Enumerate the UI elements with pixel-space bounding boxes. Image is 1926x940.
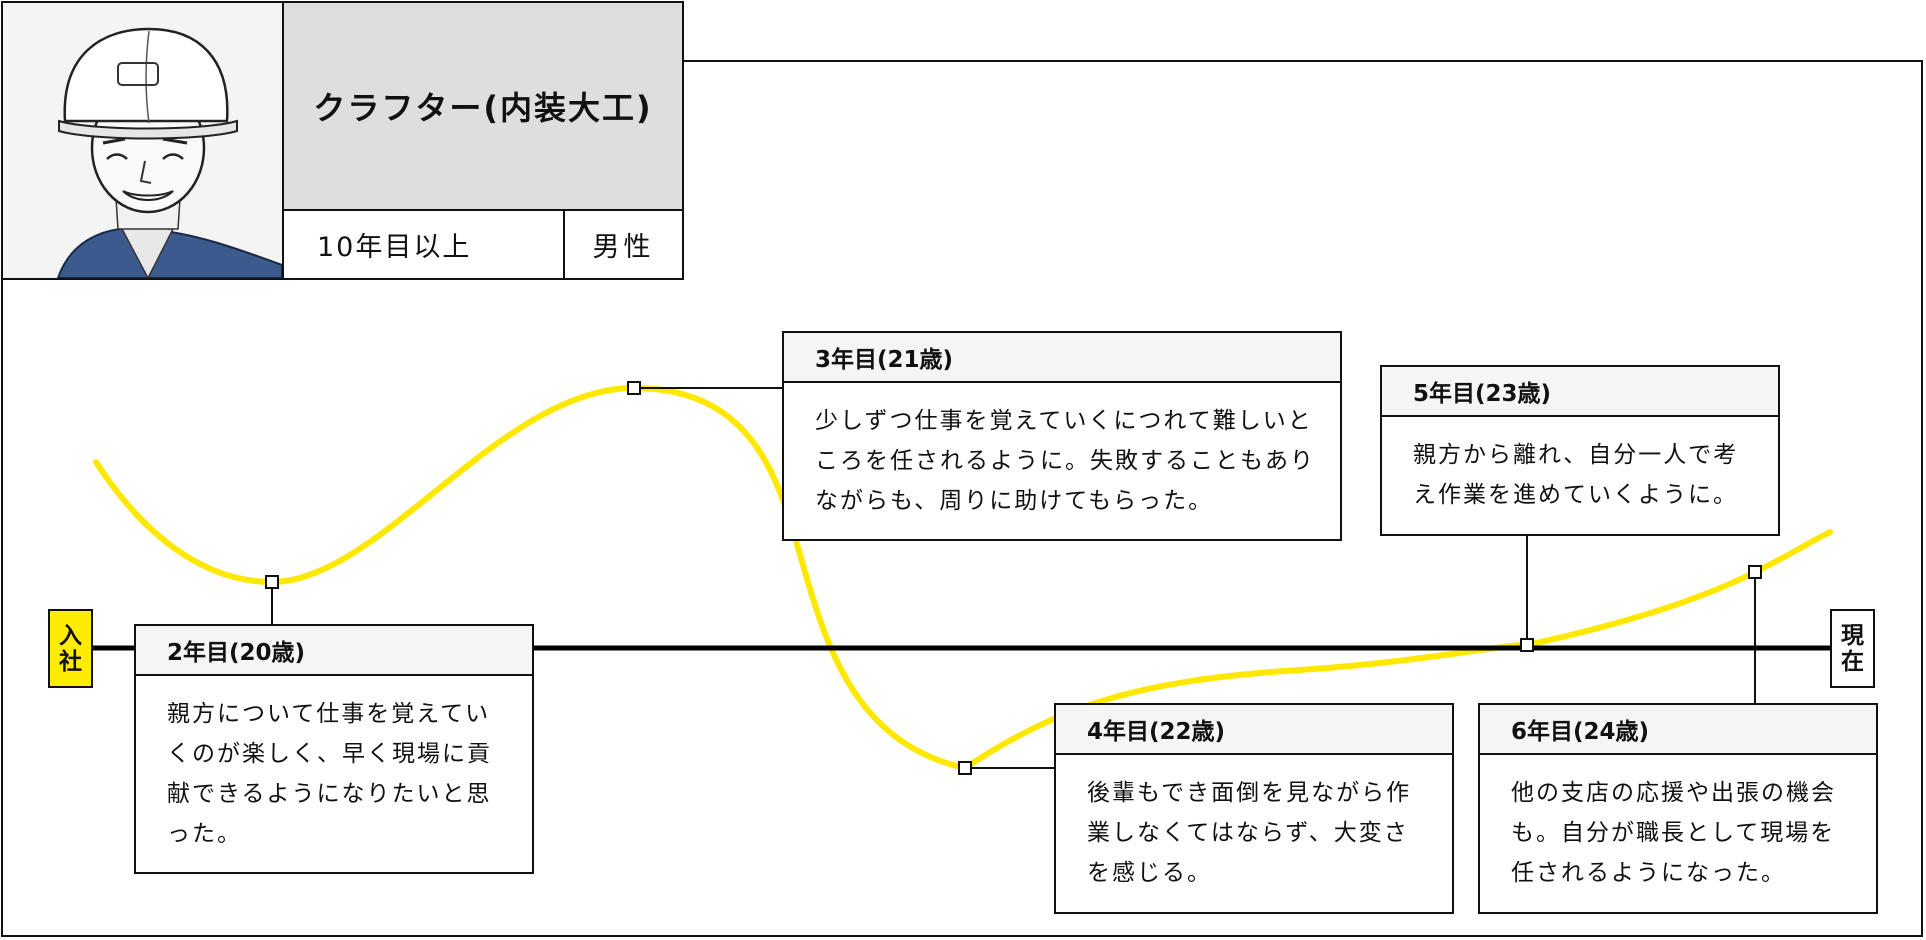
- event-card-2nd-year: 2年目(20歳) 親方について仕事を覚えていくのが楽しく、早く現場に貢献できるよ…: [134, 624, 534, 874]
- end-label: 現在: [1830, 609, 1875, 688]
- event-text: 後輩もでき面倒を見ながら作業しなくてはならず、大変さを感じる。: [1087, 780, 1412, 886]
- event-heading: 3年目(21歳): [784, 333, 1340, 383]
- event-card-6th-year: 6年目(24歳) 他の支店の応援や出張の機会も。自分が職長として現場を任されるよ…: [1478, 703, 1878, 914]
- marker-6th-year: [1748, 565, 1762, 579]
- gender: 男性: [592, 232, 655, 263]
- motivation-curve: [93, 384, 1833, 772]
- marker-5th-year: [1520, 638, 1534, 652]
- event-card-5th-year: 5年目(23歳) 親方から離れ、自分一人で考え作業を進めていくように。: [1380, 365, 1780, 536]
- marker-3rd-year: [627, 381, 641, 395]
- event-text: 少しずつ仕事を覚えていくにつれて難しいところを任されるように。失敗することもあり…: [815, 408, 1315, 514]
- marker-4th-year: [958, 761, 972, 775]
- event-heading: 6年目(24歳): [1480, 705, 1876, 755]
- worker-with-helmet-icon: [56, 27, 282, 278]
- event-heading: 4年目(22歳): [1056, 705, 1452, 755]
- event-text: 他の支店の応援や出張の機会も。自分が職長として現場を任されるようになった。: [1511, 780, 1836, 886]
- event-text: 親方について仕事を覚えていくのが楽しく、早く現場に貢献できるようになりたいと思っ…: [167, 701, 492, 847]
- start-label: 入社: [48, 609, 93, 688]
- event-card-3rd-year: 3年目(21歳) 少しずつ仕事を覚えていくにつれて難しいところを任されるように。…: [782, 331, 1342, 541]
- profile-card: クラフター(内装大工) 10年目以上 男性: [1, 1, 684, 280]
- event-heading: 5年目(23歳): [1382, 367, 1778, 417]
- event-text: 親方から離れ、自分一人で考え作業を進めていくように。: [1413, 442, 1739, 508]
- event-heading: 2年目(20歳): [136, 626, 532, 676]
- marker-2nd-year: [265, 575, 279, 589]
- job-title: クラフター(内装大工): [284, 3, 682, 211]
- experience-years: 10年目以上: [284, 211, 565, 278]
- worker-portrait: [3, 3, 284, 278]
- event-card-4th-year: 4年目(22歳) 後輩もでき面倒を見ながら作業しなくてはならず、大変さを感じる。: [1054, 703, 1454, 914]
